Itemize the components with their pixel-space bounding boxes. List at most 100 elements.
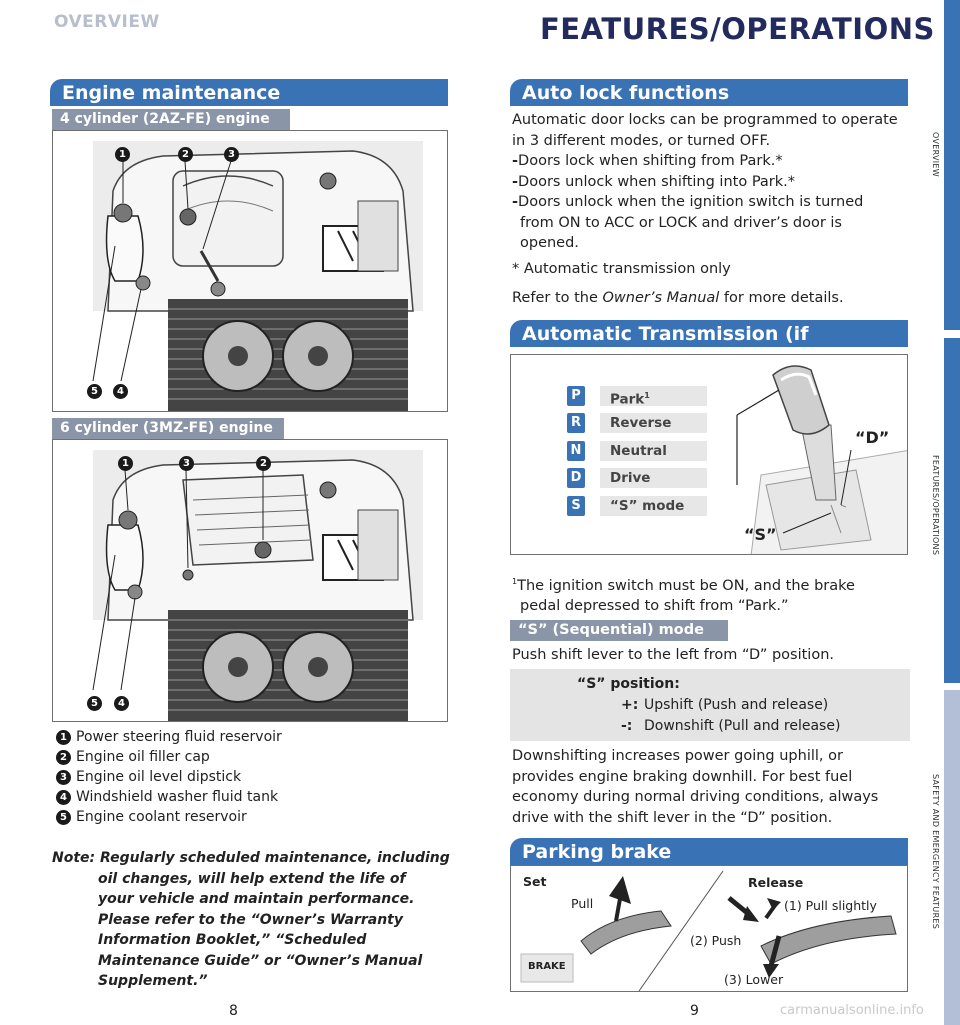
note-line: your vehicle and maintain performance. [98,891,415,907]
bullet-continuation: opened. [520,235,579,251]
side-tab-safety[interactable] [944,690,960,1025]
paragraph-line: economy during normal driving conditions… [512,789,879,805]
legend-badge: 2 [56,749,71,765]
legend-item: 2 Engine oil filler cap [56,747,446,767]
auto-lock-intro-line: Automatic door locks can be programmed t… [512,112,898,128]
engine-4cyl-title: 4 cylinder (2AZ-FE) engine [60,111,270,127]
s-position-box: “S” position: +: Upshift (Push and relea… [510,669,910,741]
bullet-continuation: from ON to ACC or LOCK and driver’s door… [520,214,842,231]
legend-badge: 5 [56,809,71,825]
auto-lock-bullet-1: -Doors lock when shifting from Park.* [512,151,912,172]
note-line: Maintenance Guide” or “Owner’s Manual [98,952,423,969]
gear-letter-s: S [567,496,585,516]
engine-4cyl-illustration: 1 2 3 5 4 [52,130,448,412]
side-tab-overview[interactable] [944,0,960,330]
auto-lock-footnote: * Automatic transmission only [512,261,731,277]
step-lower: (3) Lower [724,972,784,987]
bullet-dash: - [512,173,519,190]
callout-badge-3: 3 [224,147,239,162]
callout-badge-4: 4 [114,696,129,711]
gear-letter-d: D [567,468,585,488]
paragraph-line: Downshifting increases power going uphil… [512,748,843,764]
gear-label-text: Park [610,391,645,408]
legend-badge: 4 [56,789,71,805]
downshift-text: Downshift (Pull and release) [644,718,841,734]
engine-6cyl-bar: 6 cylinder (3MZ-FE) engine [52,418,284,439]
footnote-text: The ignition switch must be ON, and the … [517,577,855,594]
callout-s: “S” [744,525,777,544]
callout-d: “D” [855,428,890,447]
shift-lever-illustration [736,365,907,554]
owners-manual-ref: Owner’s Manual [602,290,720,306]
gear-label-park: Park1 [600,386,707,408]
auto-lock-bullet-2: -Doors unlock when shifting into Park.* [512,172,912,193]
engine-4cyl-bar: 4 cylinder (2AZ-FE) engine [52,109,290,130]
side-tab-features[interactable] [944,338,960,683]
callout-badge-1: 1 [115,147,130,162]
legend-text: Windshield washer fluid tank [76,789,279,805]
footnote-line: 1The ignition switch must be ON, and the… [512,572,912,596]
engine-6cyl-illustration: 1 3 2 5 4 [52,439,448,722]
step-push: (2) Push [690,933,742,948]
s-position-label: “S” position: [577,676,680,692]
engine-bay-illustration [92,450,423,721]
downshift-symbol: -: [621,718,633,734]
note-line: Information Booklet,” “Scheduled [98,932,367,948]
auto-lock-body: Automatic door locks can be programmed t… [512,110,912,254]
callout-badge-4: 4 [113,384,128,399]
callout-badge-5: 5 [87,384,102,399]
gear-letter-r: R [567,413,585,433]
bullet-text: Doors unlock when shifting into Park.* [518,173,796,190]
legend-text: Engine oil level dipstick [76,769,242,785]
auto-lock-refer: Refer to the Owner’s Manual for more det… [512,288,844,309]
bullet-dash: - [512,153,519,169]
brake-label: BRAKE [528,961,566,972]
side-label-overview: OVERVIEW [931,132,940,178]
paragraph-line: provides engine braking downhill. For be… [512,768,853,785]
legend-text: Engine coolant reservoir [76,809,247,825]
brake-lever-illustration [520,870,897,991]
legend-item: 3 Engine oil level dipstick [56,767,446,787]
legend-item: 5 Engine coolant reservoir [56,807,446,827]
legend-text: Engine oil filler cap [76,749,210,765]
engine-maintenance-title: Engine maintenance [62,82,281,104]
legend-badge: 1 [56,729,71,745]
transmission-bar: Automatic Transmission (if equipped) [510,320,908,367]
parking-brake-title: Parking brake [522,841,672,863]
auto-lock-bar: Auto lock functions [510,79,908,106]
legend-item: 1 Power steering fluid reservoir [56,727,446,747]
bullet-dash: - [512,194,519,210]
bullet-text: Doors unlock when the ignition switch is… [518,194,864,210]
note-line: Supplement.” [98,973,208,989]
engine-6cyl-title: 6 cylinder (3MZ-FE) engine [60,420,273,436]
overview-header: OVERVIEW [54,12,160,32]
maintenance-note: Note: Regularly scheduled maintenance, i… [52,848,452,992]
parking-brake-bar: Parking brake [510,838,908,865]
page-number-left: 8 [229,1003,238,1019]
bullet-text: Doors lock when shifting from Park.* [518,153,783,169]
engine-bay-illustration [92,141,423,411]
note-line: oil changes, will help extend the life o… [98,870,406,887]
gear-label-reverse: Reverse [600,413,707,433]
refer-text: for more details. [719,290,844,306]
gear-letter-n: N [567,441,585,461]
footnote-line: pedal depressed to shift from “Park.” [520,598,789,615]
step-pull-slightly: (1) Pull slightly [784,898,877,913]
footnote-marker: 1 [512,577,518,586]
parking-brake-illustration: Set Pull Release (1) Pull slightly (2) P… [510,865,908,992]
callout-badge-2: 2 [256,456,271,471]
page-number-right: 9 [690,1003,699,1019]
gear-letter-p: P [567,386,585,406]
legend-badge: 3 [56,769,71,785]
gear-label-neutral: Neutral [600,441,707,461]
callout-badge-2: 2 [178,147,193,162]
s-mode-bar: “S” (Sequential) mode [510,620,728,641]
note-line: Note: Regularly scheduled maintenance, i… [52,850,450,866]
engine-parts-legend: 1 Power steering fluid reservoir 2 Engin… [56,727,446,827]
features-operations-header: FEATURES/OPERATIONS [540,12,935,46]
upshift-symbol: +: [621,697,639,713]
engine-maintenance-bar: Engine maintenance [50,79,448,106]
callout-badge-3: 3 [179,456,194,471]
note-line: Please refer to the “Owner’s Warranty [98,911,403,928]
side-label-safety: SAFETY AND EMERGENCY FEATURES [931,774,940,930]
